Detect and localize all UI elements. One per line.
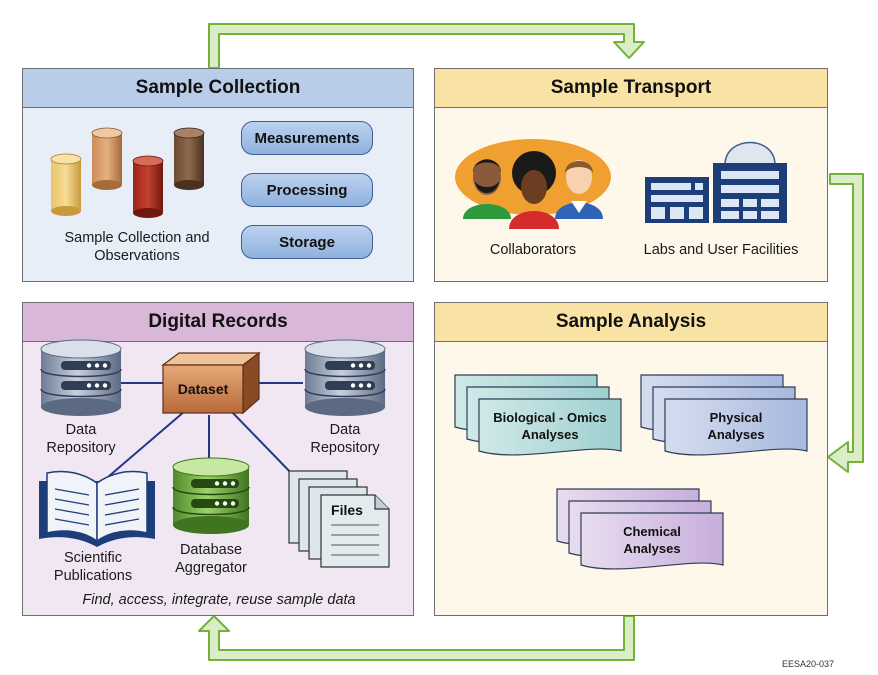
aggregator-line2: Aggregator — [175, 560, 247, 576]
chemical-docs — [556, 488, 724, 570]
chemical-line1: Chemical — [623, 524, 681, 539]
aggregator-line1: Database — [179, 542, 243, 558]
dataset-box: Dataset — [161, 351, 261, 415]
physical-label: Physical Analyses — [665, 409, 807, 443]
dataset-label: Dataset — [178, 381, 229, 397]
data-repository-right-icon — [304, 339, 386, 416]
publications-line1: Scientific — [63, 550, 123, 566]
caption-line-2: Observations — [94, 248, 180, 264]
sample-collection-caption: Sample Collection and Observations — [37, 229, 237, 265]
caption-line-1: Sample Collection and — [64, 230, 210, 246]
data-repository-left-icon — [40, 339, 122, 416]
chemical-line2: Analyses — [623, 541, 681, 556]
biological-omics-docs — [454, 374, 622, 456]
digital-records-panel: Digital Records Dataset — [22, 302, 414, 616]
records-network: Dataset — [39, 339, 390, 568]
data-repository-right-line1: Data — [329, 422, 361, 438]
files-label: Files — [331, 502, 363, 518]
collaborators-icon — [455, 139, 611, 229]
processing-button[interactable]: Processing — [241, 173, 373, 207]
analysis-docs — [454, 374, 808, 570]
storage-button[interactable]: Storage — [241, 225, 373, 259]
sample-collection-panel: Sample Collection — [22, 68, 414, 282]
database-aggregator-icon — [172, 457, 250, 534]
labs-facilities-icon — [645, 141, 787, 223]
sample-analysis-panel: Sample Analysis — [434, 302, 828, 616]
data-repository-left-line1: Data — [65, 422, 97, 438]
digital-records-title: Digital Records — [23, 303, 413, 342]
labs-facilities-label: Labs and User Facilities — [643, 242, 799, 258]
collaborators-label: Collaborators — [489, 242, 577, 258]
publications-line2: Publications — [53, 568, 133, 584]
arrow-analysis-to-records — [198, 615, 635, 661]
data-repository-left-label: Data Repository — [31, 421, 131, 457]
measurements-button[interactable]: Measurements — [241, 121, 373, 155]
physical-line2: Analyses — [707, 427, 765, 442]
sample-transport-panel: Sample Transport Collaborators — [434, 68, 828, 282]
arrow-collection-to-transport — [208, 23, 645, 69]
data-repository-left-line2: Repository — [46, 440, 116, 456]
physical-line1: Physical — [709, 410, 763, 425]
data-repository-right-line2: Repository — [310, 440, 380, 456]
biological-line1: Biological - Omics — [493, 410, 607, 425]
digital-records-footer: Find, access, integrate, reuse sample da… — [82, 592, 356, 608]
publications-label: Scientific Publications — [33, 549, 153, 585]
sample-tubes-icon — [50, 127, 205, 218]
physical-docs — [640, 374, 808, 456]
sample-analysis-title: Sample Analysis — [435, 303, 827, 342]
book-icon — [39, 470, 155, 547]
aggregator-label: Database Aggregator — [159, 541, 263, 577]
files-icon: Files — [288, 470, 390, 568]
arrow-transport-to-analysis — [827, 173, 864, 473]
biological-line2: Analyses — [521, 427, 579, 442]
figure-code: EESA20-037 — [781, 659, 834, 669]
data-repository-right-label: Data Repository — [295, 421, 395, 457]
chemical-label: Chemical Analyses — [581, 523, 723, 557]
sample-transport-title: Sample Transport — [435, 69, 827, 108]
biological-omics-label: Biological - Omics Analyses — [479, 409, 621, 443]
sample-collection-title: Sample Collection — [23, 69, 413, 108]
